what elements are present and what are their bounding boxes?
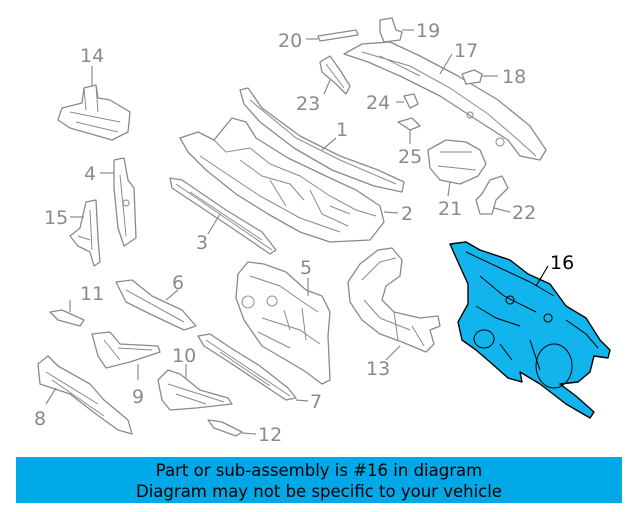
callout-22: 22	[512, 202, 536, 224]
callout-12: 12	[258, 424, 282, 446]
part-3	[169, 177, 277, 255]
callout-3: 3	[196, 232, 208, 254]
callout-5: 5	[300, 257, 312, 279]
callout-11: 11	[80, 283, 104, 305]
part-5	[235, 261, 331, 385]
part-7	[197, 333, 309, 402]
info-banner: Part or sub-assembly is #16 in diagram D…	[16, 457, 622, 503]
callout-8: 8	[34, 408, 46, 430]
callout-14: 14	[80, 45, 104, 67]
part-15	[69, 199, 101, 267]
callout-10: 10	[172, 345, 196, 367]
callout-9: 9	[132, 386, 144, 408]
part-18	[461, 69, 498, 85]
part-17	[343, 41, 547, 161]
part-23	[319, 55, 351, 95]
part-12	[207, 419, 257, 437]
callout-21: 21	[438, 198, 462, 220]
part-13	[347, 247, 441, 361]
callout-2: 2	[401, 203, 413, 225]
part-22	[475, 175, 511, 215]
part-21	[427, 139, 487, 197]
banner-line-2: Diagram may not be specific to your vehi…	[136, 482, 502, 501]
part-9	[91, 331, 161, 380]
part-2	[179, 117, 399, 243]
part-4	[100, 157, 137, 247]
callout-15: 15	[44, 207, 68, 229]
callout-4: 4	[84, 163, 96, 185]
part-11	[49, 300, 85, 327]
part-14	[57, 66, 131, 141]
part-20	[306, 29, 359, 42]
part-8	[37, 355, 133, 435]
part-1	[239, 87, 405, 193]
callout-18: 18	[502, 66, 526, 88]
part-24	[396, 93, 419, 109]
callout-6: 6	[172, 272, 184, 294]
callout-17: 17	[454, 40, 478, 62]
part-6	[115, 279, 197, 331]
part-16-highlighted	[449, 241, 611, 419]
callout-19: 19	[416, 20, 440, 42]
banner-line-1: Part or sub-assembly is #16 in diagram	[155, 461, 483, 480]
callout-1: 1	[336, 119, 348, 141]
part-19	[379, 17, 414, 43]
callout-20: 20	[278, 30, 302, 52]
callout-13: 13	[366, 358, 390, 380]
callout-7: 7	[310, 391, 322, 413]
callout-16: 16	[550, 252, 574, 274]
callout-24: 24	[366, 92, 390, 114]
part-10	[157, 364, 233, 411]
callout-25: 25	[398, 146, 422, 168]
callout-23: 23	[296, 93, 320, 115]
parts-diagram: 1 2 3 4 5 6 7 8 9 10 11 12 13 14 15 16 1…	[34, 17, 611, 446]
part-25	[397, 117, 421, 144]
